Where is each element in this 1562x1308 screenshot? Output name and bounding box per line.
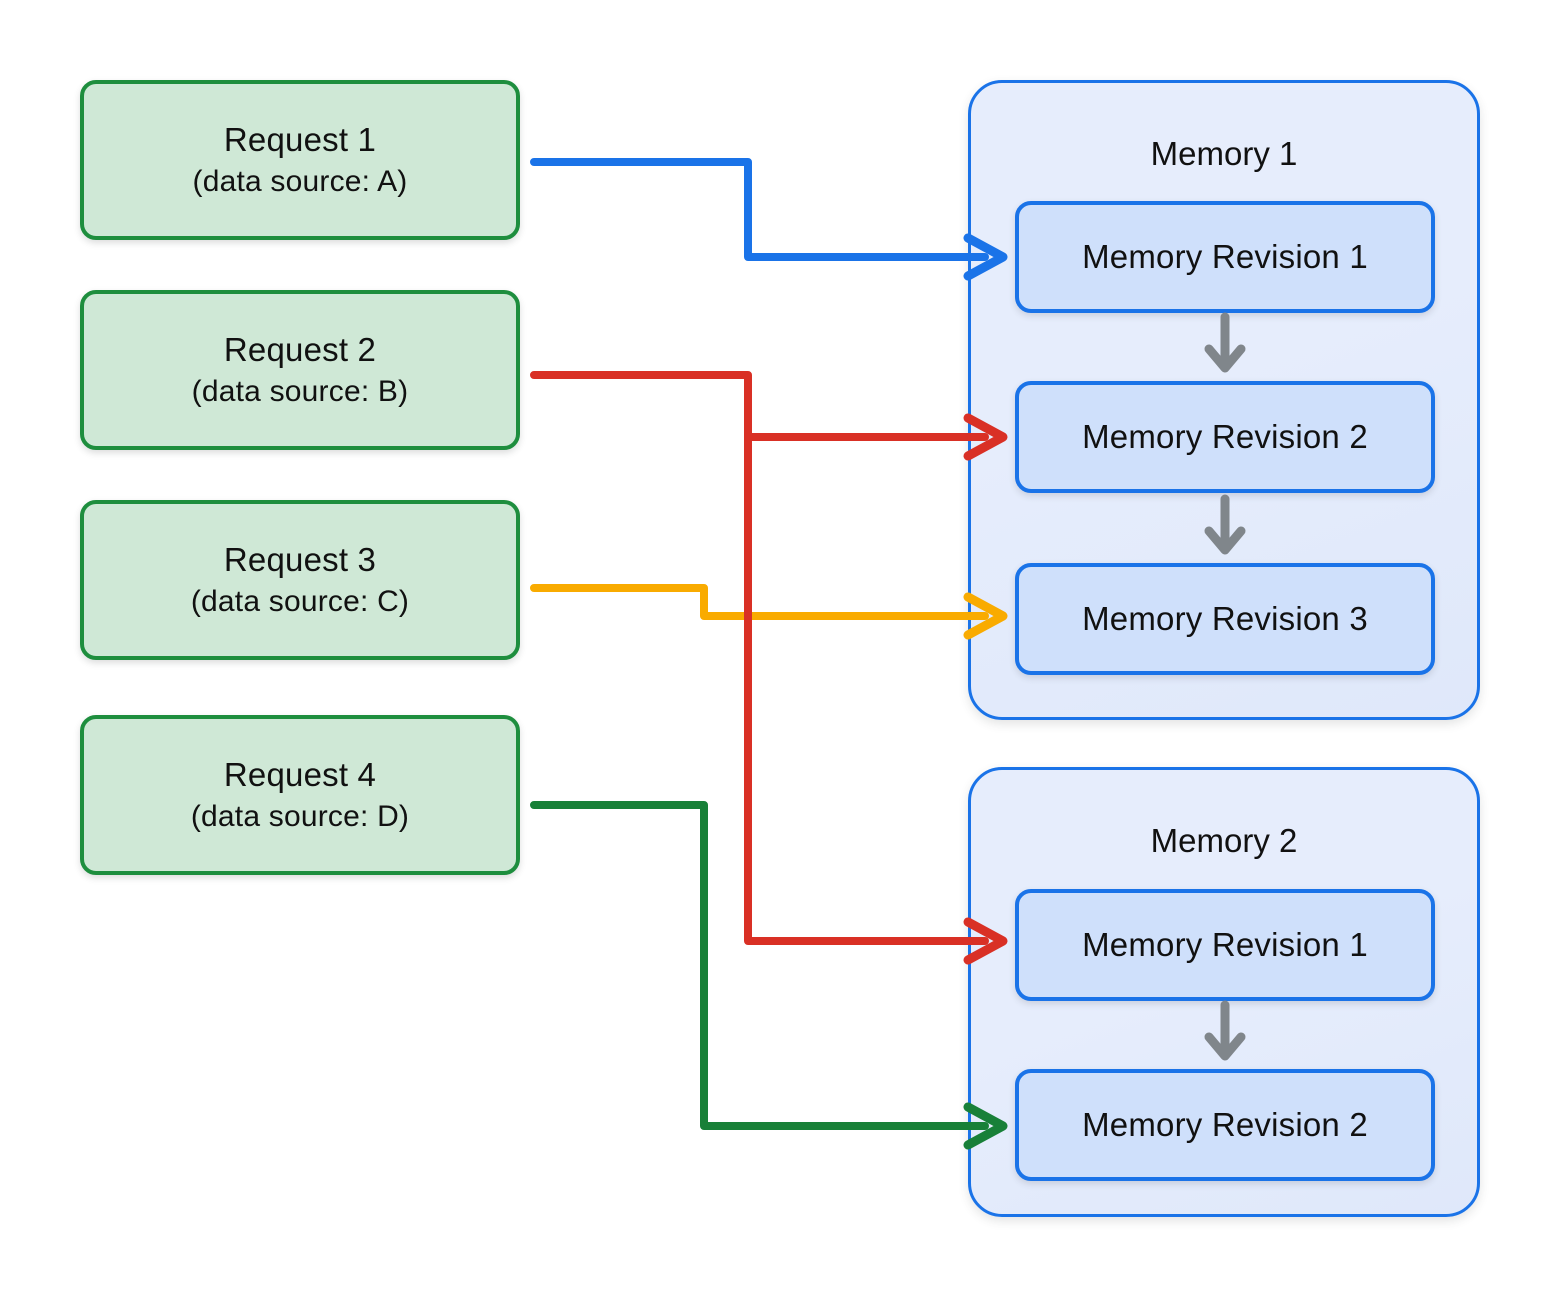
memory-1-title: Memory 1 [1150,135,1298,172]
request-4-subtitle: (data source: D) [190,799,410,833]
memory-1-flow-arrow-2-icon [1204,494,1246,555]
memory-2-flow-arrow-1-icon [1204,1000,1246,1061]
memory-1-revision-3-label: Memory Revision 3 [1082,600,1368,637]
request-2-title: Request 2 [223,331,377,369]
request-box-1[interactable]: Request 1 (data source: A) [80,80,520,240]
memory-1-revision-1[interactable]: Memory Revision 1 [1015,201,1435,313]
request-box-2[interactable]: Request 2 (data source: B) [80,290,520,450]
memory-1-revision-3[interactable]: Memory Revision 3 [1015,563,1435,675]
request-3-subtitle: (data source: C) [190,584,410,618]
memory-1-flow-arrow-1-icon [1204,312,1246,373]
wire-request-1 [530,158,1008,281]
request-1-title: Request 1 [223,121,377,159]
request-3-title: Request 3 [223,541,377,579]
request-box-4[interactable]: Request 4 (data source: D) [80,715,520,875]
wire-request-2 [530,371,1008,965]
memory-2-revision-2[interactable]: Memory Revision 2 [1015,1069,1435,1181]
memory-1-revision-2-label: Memory Revision 2 [1082,418,1368,455]
request-4-title: Request 4 [223,756,377,794]
request-2-subtitle: (data source: B) [191,374,409,408]
memory-container-1[interactable]: Memory 1 Memory Revision 1 Memory Revisi… [968,80,1480,720]
request-box-3[interactable]: Request 3 (data source: C) [80,500,520,660]
memory-1-revision-2[interactable]: Memory Revision 2 [1015,381,1435,493]
memory-container-2[interactable]: Memory 2 Memory Revision 1 Memory Revisi… [968,767,1480,1217]
memory-2-revision-1[interactable]: Memory Revision 1 [1015,889,1435,1001]
memory-2-revision-2-label: Memory Revision 2 [1082,1106,1368,1143]
memory-1-revision-1-label: Memory Revision 1 [1082,238,1368,275]
wire-request-3 [530,584,1008,640]
memory-2-revision-1-label: Memory Revision 1 [1082,926,1368,963]
wire-request-4 [530,801,1008,1150]
memory-2-title: Memory 2 [1150,822,1298,859]
request-1-subtitle: (data source: A) [192,164,408,198]
